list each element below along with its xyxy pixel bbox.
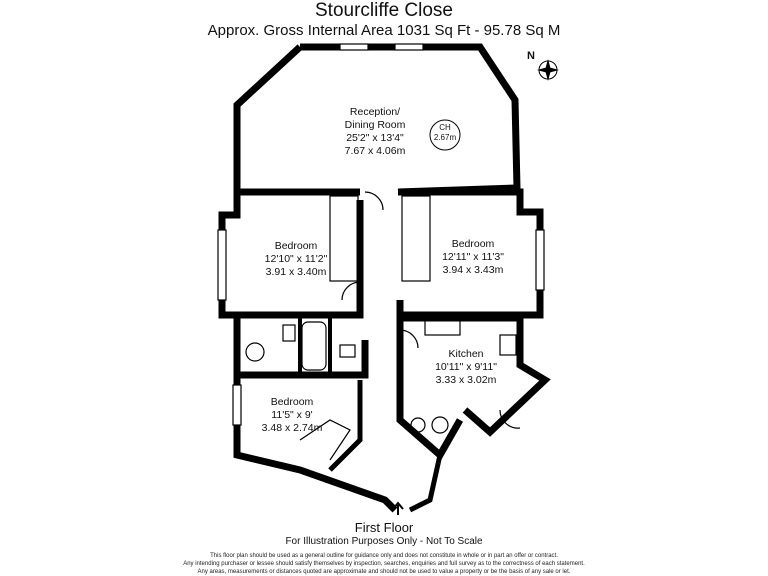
disclaimer-line: This floor plan should be used as a gene… xyxy=(210,553,558,559)
disclaimer-line: Any areas, measurements or distances quo… xyxy=(197,569,571,575)
room-size-imperial: 25'2" x 13'4" xyxy=(346,132,404,144)
room-name: Bedroom xyxy=(274,240,318,252)
ceiling-height: CH 2.67m xyxy=(434,123,456,143)
compass-north-label: N xyxy=(527,50,535,62)
room-bedroom-3: Bedroom 11'5" x 9' 3.48 x 2.74m xyxy=(262,396,323,435)
room-size-imperial: 12'11" x 11'3" xyxy=(442,251,504,263)
room-size-metric: 3.48 x 2.74m xyxy=(261,422,323,434)
room-name: Bedroom xyxy=(451,238,495,250)
wall-reception xyxy=(300,43,521,196)
wall-kitchen xyxy=(400,314,551,437)
room-size-metric: 7.67 x 4.06m xyxy=(344,145,406,157)
room-name: Reception/ xyxy=(349,106,401,118)
room-size-metric: 3.91 x 3.40m xyxy=(265,266,327,278)
room-size-imperial: 10'11" x 9'11" xyxy=(435,361,497,373)
room-kitchen: Kitchen 10'11" x 9'11" 3.33 x 3.02m xyxy=(435,348,497,387)
room-bedroom-1: Bedroom 12'10" x 11'2" 3.91 x 3.40m xyxy=(265,240,328,279)
floor-label: First Floor xyxy=(354,520,414,535)
room-size-imperial: 11'5" x 9' xyxy=(271,409,313,421)
room-reception: Reception/ Dining Room 25'2" x 13'4" 7.6… xyxy=(345,106,406,158)
ceiling-height-marker xyxy=(429,119,461,151)
wall-reception-left xyxy=(233,44,360,196)
wall-wc xyxy=(396,318,464,461)
ch-label: CH xyxy=(439,123,451,132)
room-size-metric: 3.94 x 3.43m xyxy=(442,264,504,276)
gross-area: Approx. Gross Internal Area 1031 Sq Ft -… xyxy=(207,22,561,39)
room-name: Bedroom xyxy=(270,396,314,408)
wall-bedroom-bottom xyxy=(233,375,398,513)
room-name: Kitchen xyxy=(448,348,484,360)
scale-note: For Illustration Purposes Only - Not To … xyxy=(285,536,483,547)
room-size-metric: 3.33 x 3.02m xyxy=(435,374,497,386)
room-bedroom-2: Bedroom 12'11" x 11'3" 3.94 x 3.43m xyxy=(442,238,504,277)
room-name: Dining Room xyxy=(344,119,406,131)
disclaimer-line: Any intending purchaser or lessee should… xyxy=(183,561,585,567)
ch-value: 2.67m xyxy=(433,133,457,142)
page-title: Stourcliffe Close xyxy=(315,0,453,21)
compass-icon xyxy=(537,59,559,81)
room-size-imperial: 12'10" x 11'2" xyxy=(264,253,328,265)
